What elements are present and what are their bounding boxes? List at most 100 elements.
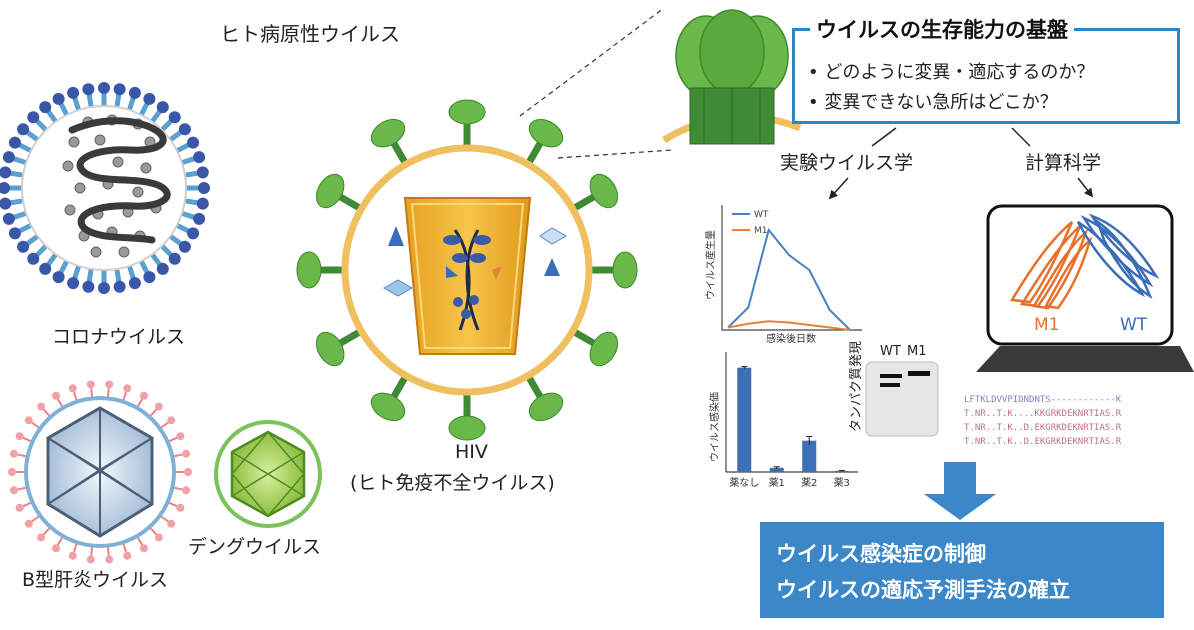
alignment-row-3: T.NR..T.K..D.EKGRKDEKNRTIAS.R	[964, 423, 1122, 433]
hbv-spike-head	[24, 416, 33, 425]
hbv-spike-head	[15, 432, 24, 441]
label-computational: 計算科学	[1025, 152, 1102, 174]
line-chart-ylabel: ウイルス産生量	[704, 230, 717, 300]
hiv-spike-head	[315, 173, 345, 209]
label-dengue: デングウイルス	[188, 536, 322, 558]
corona-spike-head	[2, 151, 15, 164]
question-2: • 変異できない急所はどこか？	[808, 92, 1058, 113]
arrow-to-charts	[828, 177, 849, 200]
corona-spike-head	[52, 271, 65, 284]
hbv-spike-head	[24, 519, 33, 528]
bar-category-label: 薬1	[769, 477, 785, 489]
corona-spike	[175, 142, 191, 154]
corona-spike	[71, 95, 82, 111]
label-hbv: B型肝炎ウイルス	[22, 569, 169, 591]
alignment-row-1: LFTKLDVVPIDNDNTS------------K	[964, 395, 1122, 405]
corona-spike	[45, 252, 58, 268]
corona-spike-head	[113, 83, 126, 96]
corona-spike-head	[187, 227, 200, 240]
corona-spike	[11, 155, 27, 166]
western-ylabel: タンパク質発現	[849, 341, 864, 432]
monitor-illustration: M1 WT	[976, 204, 1194, 372]
hbv-spike-head	[86, 555, 95, 564]
corona-spike	[138, 101, 150, 117]
outcome-line-1: ウイルス感染症の制御	[776, 542, 986, 566]
corona-spike	[17, 222, 33, 234]
bar-category-label: 薬なし	[729, 477, 759, 489]
hbv-spike-head	[184, 468, 192, 476]
hiv-spike-head	[448, 99, 486, 125]
coronavirus-illustration	[0, 82, 210, 294]
western-blot: WT M1 タンパク質発現	[849, 341, 939, 437]
label-hiv-full: (ヒト免疫不全ウイルス)	[350, 472, 555, 494]
corona-spike-head	[27, 111, 40, 124]
hbv-spike-head	[86, 380, 95, 389]
corona-spike-head	[67, 86, 80, 99]
hiv-illustration	[296, 99, 638, 441]
corona-spike	[184, 198, 200, 206]
sequence-alignment: LFTKLDVVPIDNDNTS------------K T.NR..T.K.…	[964, 395, 1122, 447]
hiv-spike-stalk	[338, 328, 362, 347]
corona-spike-head	[193, 151, 206, 164]
corona-spike	[34, 118, 48, 132]
corona-spike	[24, 129, 40, 142]
hbv-spike-head	[167, 416, 176, 425]
corona-spike-head	[113, 280, 126, 293]
corona-spike	[138, 259, 150, 275]
hiv-spike-stalk	[390, 141, 409, 165]
corona-spike-head	[128, 277, 141, 290]
corona-spike	[8, 198, 24, 206]
hiv-spike-head	[528, 392, 564, 422]
bar-category-label: 薬3	[834, 477, 850, 489]
corona-spike	[114, 92, 122, 108]
corona-rnp-dot	[74, 182, 86, 194]
corona-spike-head	[0, 182, 10, 194]
corona-spike	[17, 142, 33, 154]
legend-label-m1: M1	[754, 226, 768, 236]
alignment-row-2: T.NR..T.K....KKGRKDEKNRTIAS.R	[964, 409, 1122, 419]
bar	[802, 440, 817, 472]
corona-spike	[150, 108, 163, 124]
question-1: • どのように変異・適応するのか？	[808, 62, 1095, 83]
corona-spike	[168, 129, 184, 142]
hbv-spike-head	[52, 544, 60, 553]
alignment-row-4: T.NR..T.K..D.EKGRKDEKNRTIAS.R	[964, 437, 1122, 447]
arrow-computational	[1011, 127, 1031, 147]
hiv-spike-head	[612, 251, 638, 289]
corona-spike-head	[2, 212, 15, 225]
corona-spike-head	[128, 86, 141, 99]
bar	[769, 467, 784, 472]
corona-spike	[175, 222, 191, 234]
corona-spike	[150, 252, 163, 268]
bar-category-label: 薬2	[801, 477, 817, 489]
hbv-spike-head	[68, 384, 77, 393]
hiv-spike-head	[370, 392, 406, 422]
corona-spike	[34, 244, 48, 258]
corona-spike-head	[98, 282, 110, 294]
hbv-spike-head	[105, 380, 114, 389]
outcome-box	[760, 522, 1164, 618]
corona-spike-head	[196, 197, 209, 210]
corona-rnp-dot	[118, 246, 130, 258]
western-label-wt: WT	[880, 344, 901, 359]
corona-rnp-dot	[62, 160, 74, 172]
corona-spike	[45, 108, 58, 124]
corona-rnp-dot	[94, 134, 106, 146]
hbv-spike-head	[167, 519, 176, 528]
hbv-spike-head	[176, 503, 185, 512]
hbv-spike-head	[154, 533, 163, 542]
hbv-spike-head	[8, 468, 16, 476]
corona-spike-head	[0, 166, 12, 179]
hiv-spike-head	[589, 331, 619, 367]
hbv-spike-head	[182, 486, 191, 495]
hbv-spike-head	[140, 391, 148, 400]
structure-label-m1: M1	[1034, 315, 1059, 335]
hiv-spike-stalk	[390, 375, 409, 399]
zoom-line	[557, 149, 673, 159]
line-chart-xlabel: 感染後日数	[766, 332, 816, 345]
hiv-spike-stalk	[572, 193, 596, 212]
corona-spike	[184, 170, 200, 178]
corona-spike	[114, 268, 122, 284]
